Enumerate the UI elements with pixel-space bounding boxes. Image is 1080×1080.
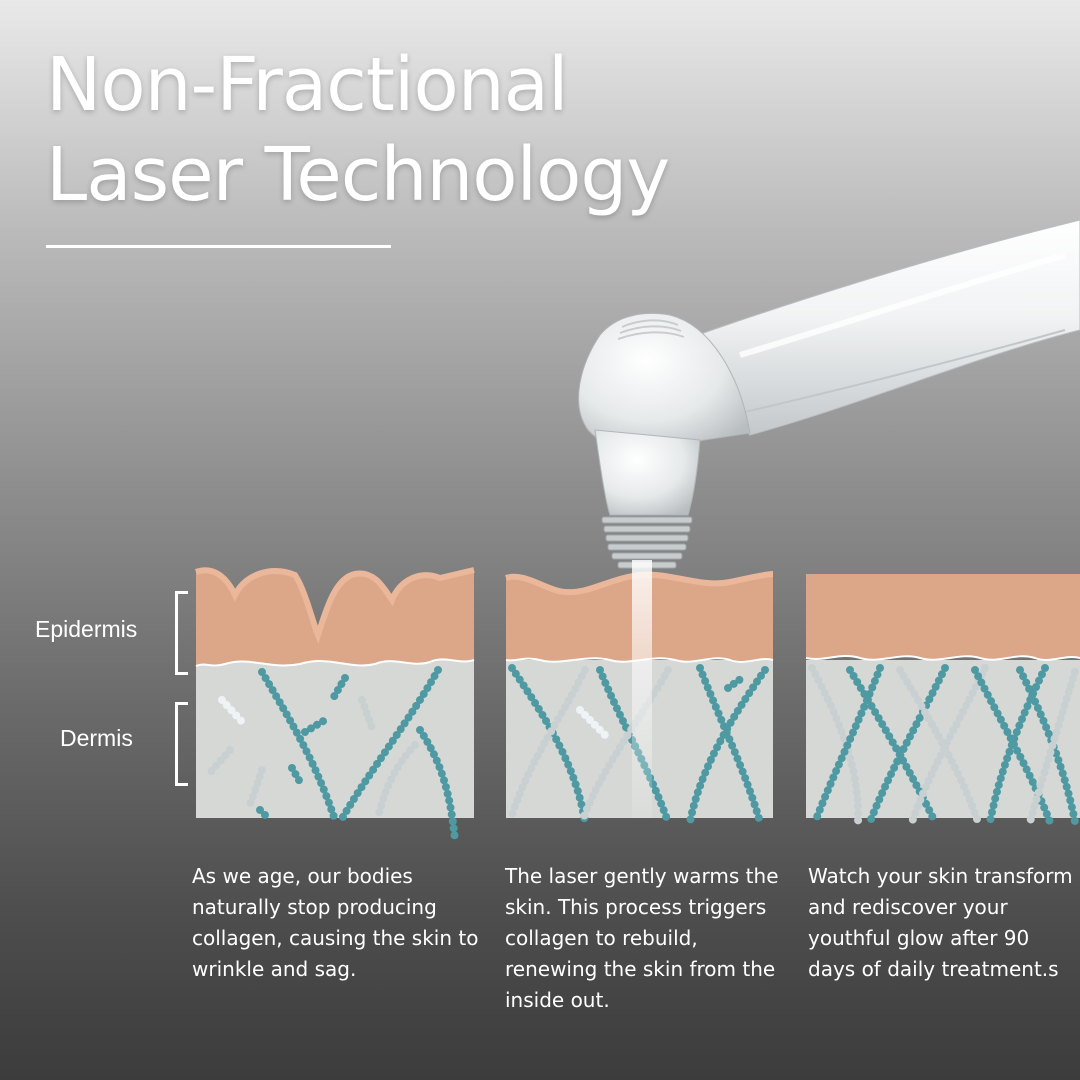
caption-aging: As we age, our bodies naturally stop pro… — [192, 864, 479, 981]
skin-cross-section-illustration — [194, 560, 1080, 844]
title-line-2: Laser Technology — [46, 132, 670, 218]
title-line-1: Non-Fractional — [46, 42, 569, 128]
skin-panel-aged — [194, 567, 475, 844]
dermis-bracket — [175, 702, 188, 786]
laser-device-illustration — [578, 219, 1080, 569]
caption-result: Watch your skin transform and rediscover… — [808, 864, 1073, 981]
skin-panel-renewed — [805, 574, 1080, 826]
page-title: Non-Fractional Laser Technology — [46, 40, 670, 220]
dermis-label: Dermis — [60, 725, 133, 751]
epidermis-bracket — [175, 591, 188, 675]
title-underline — [46, 245, 391, 248]
caption-laser: The laser gently warms the skin. This pr… — [505, 864, 779, 1012]
skin-panel-treatment — [505, 560, 774, 826]
epidermis-label: Epidermis — [35, 616, 138, 642]
